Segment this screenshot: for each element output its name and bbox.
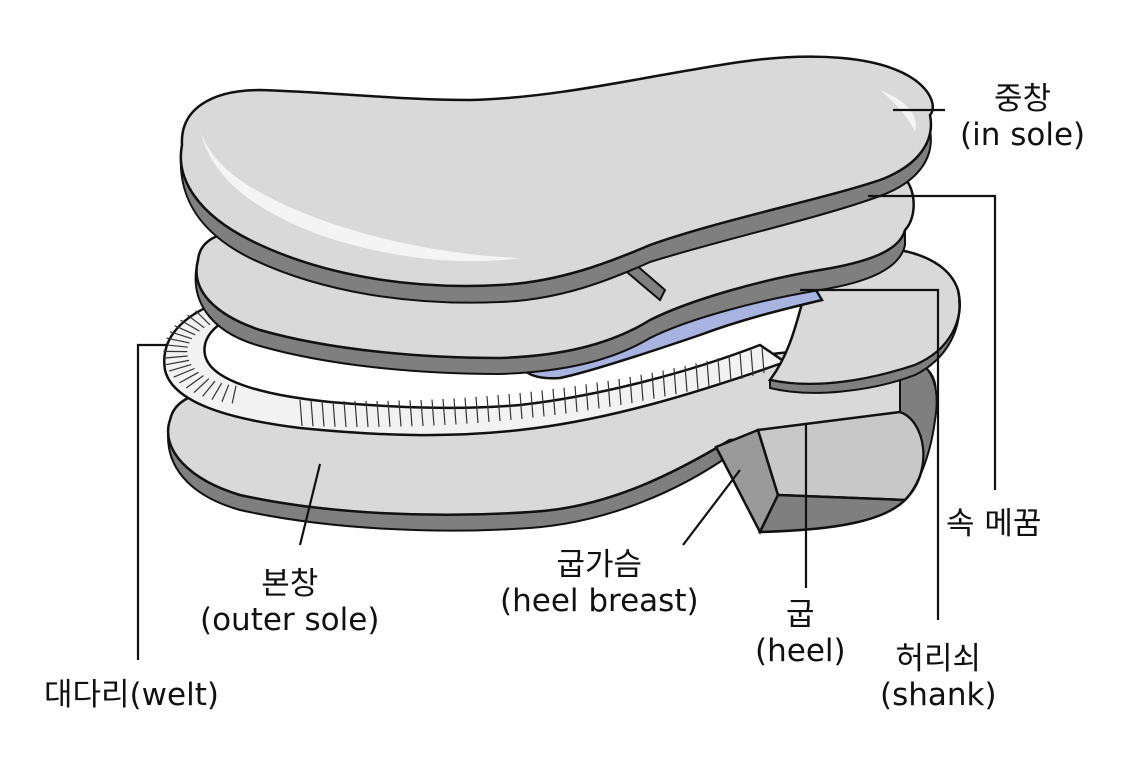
label-heel-breast-ko: 굽가슴: [556, 547, 643, 583]
leader-outer-sole: [298, 463, 322, 546]
insole-shape: [179, 55, 934, 304]
label-insole: 중창 (in sole): [960, 81, 1086, 153]
label-welt-ko: 대다리(welt): [44, 677, 219, 713]
leader-lines: [136, 108, 997, 660]
label-shank-en: (shank): [880, 676, 997, 713]
label-heel-breast-en: (heel breast): [500, 582, 699, 619]
leader-welt: [136, 343, 168, 660]
label-insole-ko: 중창: [994, 81, 1052, 117]
label-outer-sole-en: (outer sole): [200, 601, 380, 638]
label-outer-sole-ko: 본창: [261, 566, 319, 602]
leader-sock-filler: [868, 194, 997, 490]
heel-block: [714, 353, 938, 535]
label-shank-ko: 허리쇠: [895, 641, 982, 677]
leader-shank: [800, 288, 940, 620]
label-heel: 굽 (heel): [755, 597, 846, 669]
leader-heel-breast: [682, 469, 741, 546]
label-outer-sole: 본창 (outer sole): [200, 566, 380, 638]
label-sock-filler-ko: 속 메꿈: [946, 506, 1042, 542]
label-heel-ko: 굽: [786, 597, 815, 633]
label-heel-en: (heel): [755, 632, 846, 669]
label-sock-filler: 속 메꿈: [946, 506, 1042, 543]
label-shank: 허리쇠 (shank): [880, 641, 997, 713]
label-welt: 대다리(welt): [44, 677, 219, 714]
label-insole-en: (in sole): [960, 116, 1086, 153]
label-heel-breast: 굽가슴 (heel breast): [500, 547, 699, 619]
